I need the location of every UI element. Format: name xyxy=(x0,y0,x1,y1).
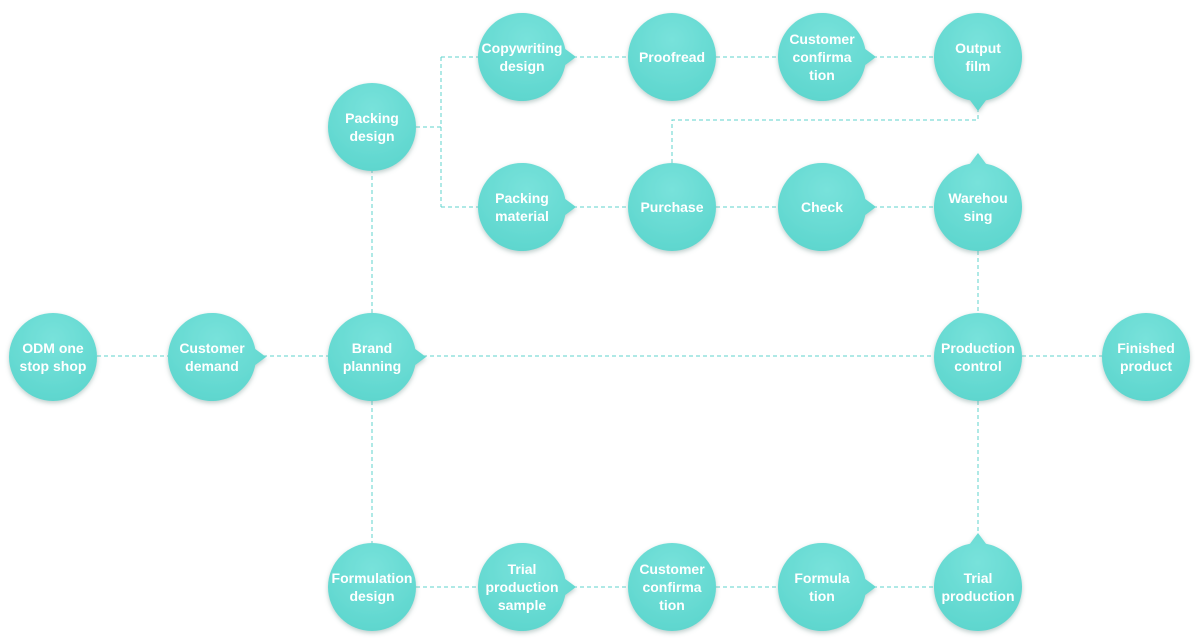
node-trial-production: Trial production xyxy=(934,533,1022,632)
node-label: planning xyxy=(343,358,401,374)
node-circle xyxy=(778,543,876,632)
node-label: Warehou xyxy=(948,190,1007,206)
node-circle xyxy=(328,313,426,402)
node-circle xyxy=(478,12,576,102)
node-label: control xyxy=(954,358,1001,374)
node-purchase: Purchase xyxy=(628,163,716,251)
connector-of-pu xyxy=(671,101,979,163)
node-circle xyxy=(478,163,576,252)
node-circle xyxy=(934,13,1023,112)
node-circle xyxy=(9,313,97,401)
node-trial-production-sample: Trial production sample xyxy=(478,543,576,632)
node-label: tion xyxy=(809,588,835,604)
node-label: tion xyxy=(659,597,685,613)
node-circle xyxy=(934,533,1022,632)
node-label: sample xyxy=(498,597,546,613)
connector-lines xyxy=(97,56,1102,588)
node-label: Trial xyxy=(964,570,993,586)
node-copywriting-design: Copywriting design xyxy=(478,12,576,102)
node-odm-one-stop-shop: ODM one stop shop xyxy=(9,313,97,401)
node-packing-design: Packing design xyxy=(328,83,416,171)
node-brand-planning: Brand planning xyxy=(328,313,426,402)
node-label: product xyxy=(1120,358,1172,374)
node-label: demand xyxy=(185,358,239,374)
node-circle xyxy=(628,13,716,101)
node-label: material xyxy=(495,208,549,224)
node-circle xyxy=(478,543,576,632)
node-circle xyxy=(777,163,876,252)
node-label: Finished xyxy=(1117,340,1175,356)
node-label: confirma xyxy=(792,49,851,65)
node-label: Customer xyxy=(179,340,245,356)
node-output-film: Output film xyxy=(934,13,1023,112)
node-packing-material: Packing material xyxy=(478,163,576,252)
node-label: confirma xyxy=(642,579,701,595)
node-customer-confirmation-top: Customer confirma tion xyxy=(777,12,876,101)
node-finished-product: Finished product xyxy=(1102,313,1190,401)
node-label: Trial xyxy=(508,561,537,577)
node-label: production xyxy=(941,588,1014,604)
node-label: design xyxy=(349,128,394,144)
node-label: Check xyxy=(801,199,843,215)
node-label: ODM one xyxy=(22,340,84,356)
node-circle xyxy=(934,313,1022,401)
node-label: Purchase xyxy=(640,199,703,215)
connector-pd-branch xyxy=(416,56,478,208)
node-circle xyxy=(167,313,266,402)
node-label: Packing xyxy=(345,110,399,126)
node-label: film xyxy=(966,58,991,74)
node-proofread: Proofread xyxy=(628,13,716,101)
node-label: sing xyxy=(964,208,993,224)
node-label: Output xyxy=(955,40,1001,56)
node-circle xyxy=(777,12,876,101)
node-label: stop shop xyxy=(20,358,87,374)
node-label: Proofread xyxy=(639,49,705,65)
node-label: Production xyxy=(941,340,1015,356)
node-label: Formula xyxy=(794,570,849,586)
node-label: Customer xyxy=(789,31,855,47)
node-circle xyxy=(628,543,716,631)
node-label: Formulation xyxy=(332,570,413,586)
node-production-control: Production control xyxy=(934,313,1022,401)
node-label: production xyxy=(485,579,558,595)
node-circle xyxy=(328,543,416,631)
node-label: design xyxy=(499,58,544,74)
node-check: Check xyxy=(777,163,876,252)
node-circle xyxy=(1102,313,1190,401)
node-label: tion xyxy=(809,67,835,83)
node-customer-demand: Customer demand xyxy=(167,313,266,402)
node-customer-confirmation-bottom: Customer confirma tion xyxy=(628,543,716,631)
node-circle xyxy=(628,163,716,251)
node-formulation-design: Formulation design xyxy=(328,543,416,631)
node-label: Copywriting xyxy=(482,40,563,56)
node-warehousing: Warehou sing xyxy=(934,153,1022,251)
node-circle xyxy=(934,153,1022,251)
node-label: design xyxy=(349,588,394,604)
node-circle xyxy=(328,83,416,171)
node-formulation: Formula tion xyxy=(778,543,876,632)
node-label: Brand xyxy=(352,340,392,356)
node-label: Packing xyxy=(495,190,549,206)
node-label: Customer xyxy=(639,561,705,577)
